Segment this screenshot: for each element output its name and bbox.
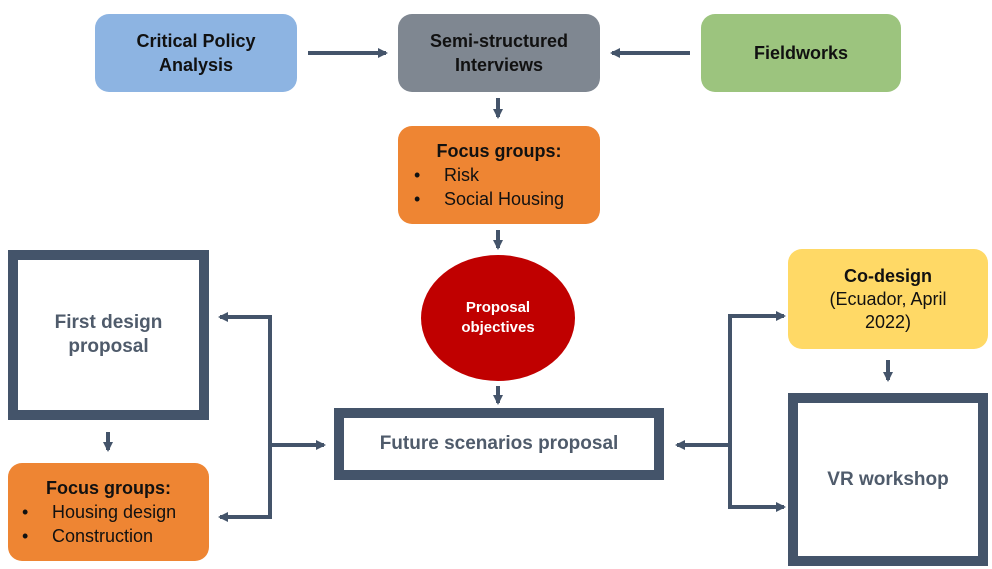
node-codesign: Co-design (Ecuador, April 2022): [788, 249, 988, 349]
bullet-item: Housing design: [16, 500, 201, 524]
connector-left-bracket: [228, 315, 272, 519]
node-title: Co-design: [844, 266, 932, 286]
node-label: First design: [54, 312, 163, 333]
node-label: Fieldworks: [753, 43, 849, 63]
node-title: Focus groups:: [46, 478, 171, 498]
node-label: proposal: [68, 336, 149, 357]
node-first-design-proposal: First design proposal: [8, 250, 209, 420]
node-critical-policy-analysis: Critical Policy Analysis: [95, 14, 297, 92]
bullet-list: Risk Social Housing: [408, 163, 590, 211]
node-label: Interviews: [454, 55, 544, 75]
bullet-item: Construction: [16, 524, 201, 548]
node-label: VR workshop: [827, 468, 949, 490]
node-label: Proposal: [465, 299, 531, 316]
node-fieldworks: Fieldworks: [701, 14, 901, 92]
node-focus-groups-bottom: Focus groups: Housing design Constructio…: [8, 463, 209, 561]
node-vr-workshop: VR workshop: [788, 393, 988, 566]
node-semi-structured-interviews: Semi-structured Interviews: [398, 14, 600, 92]
bullet-list: Housing design Construction: [16, 500, 201, 548]
node-proposal-objectives: Proposal objectives: [421, 255, 575, 381]
connector-right-bracket: [728, 314, 775, 509]
bullet-item: Social Housing: [408, 187, 590, 211]
node-future-scenarios-proposal: Future scenarios proposal: [334, 408, 664, 480]
node-label: Semi-structured: [429, 31, 569, 51]
node-label: Critical Policy: [136, 31, 256, 51]
bullet-item: Risk: [408, 163, 590, 187]
node-label: 2022): [864, 312, 912, 332]
node-label: objectives: [461, 319, 535, 336]
node-label: (Ecuador, April: [829, 289, 947, 309]
node-label: Future scenarios proposal: [379, 433, 619, 454]
node-label: Analysis: [158, 55, 234, 75]
node-title: Focus groups:: [436, 141, 562, 161]
node-focus-groups-top: Focus groups: Risk Social Housing: [398, 126, 600, 224]
